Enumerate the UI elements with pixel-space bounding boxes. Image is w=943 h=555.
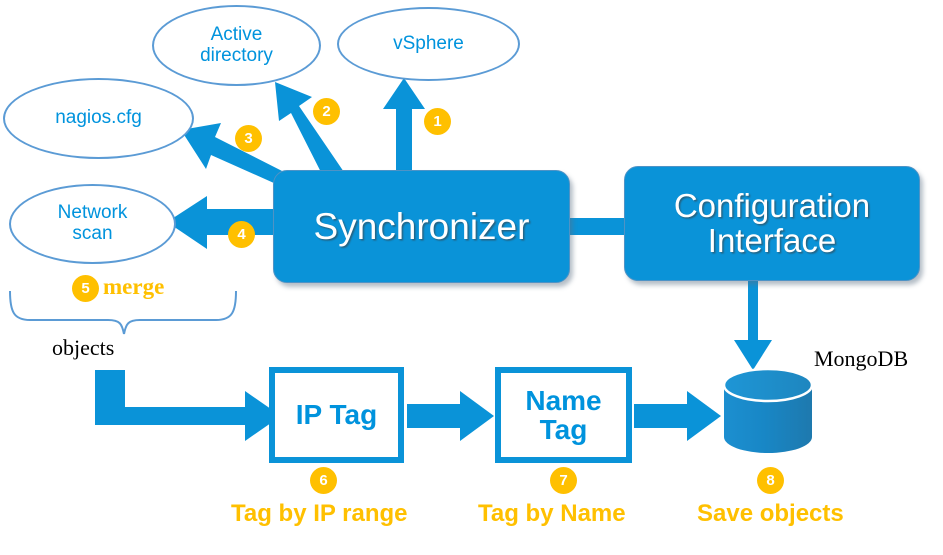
- name-tag-label: Name Tag: [525, 384, 602, 445]
- arrow-name-tag-to-mongodb: [634, 391, 721, 441]
- mongodb-cylinder: [722, 367, 814, 453]
- connector-synchronizer-to-config: [566, 218, 628, 235]
- ip-tag-label: IP Tag: [295, 399, 378, 431]
- source-ellipse-active-directory[interactable]: Active directory: [152, 5, 321, 86]
- ip-tag-box[interactable]: IP Tag: [269, 367, 404, 463]
- step-badge-8[interactable]: 8: [757, 467, 784, 494]
- arrow-ip-tag-to-name-tag: [407, 391, 494, 441]
- arrow-4-to-network-scan: [167, 196, 286, 249]
- source-label-line1: Network: [57, 202, 128, 224]
- config-label-line1: Configuration: [673, 186, 871, 224]
- source-label-active-directory: Active directory: [200, 23, 273, 66]
- caption-tag-by-name: Tag by Name: [478, 500, 626, 527]
- arrow-2-to-active-directory: [275, 82, 348, 190]
- name-tag-line2: Tag: [539, 414, 588, 445]
- step-badge-1[interactable]: 1: [424, 108, 451, 135]
- caption-tag-by-ip-range: Tag by IP range: [231, 500, 408, 527]
- objects-label: objects: [52, 335, 115, 360]
- synchronizer-box[interactable]: Synchronizer: [273, 170, 570, 283]
- config-label-line2: Interface: [707, 221, 837, 259]
- caption-save-objects: Save objects: [697, 500, 844, 527]
- source-ellipse-vsphere[interactable]: vSphere: [337, 7, 520, 81]
- source-label-line2: scan: [72, 223, 113, 244]
- step-badge-2[interactable]: 2: [313, 98, 340, 125]
- caption-merge: merge: [103, 274, 165, 299]
- source-label-line2: directory: [200, 44, 273, 66]
- arrow-config-interface-to-mongodb: [734, 281, 772, 370]
- step-badge-3[interactable]: 3: [235, 125, 262, 152]
- step-badge-7[interactable]: 7: [550, 467, 577, 494]
- step-badge-5[interactable]: 5: [72, 275, 99, 302]
- name-tag-line1: Name: [525, 384, 602, 416]
- synchronizer-label: Synchronizer: [313, 205, 530, 247]
- source-label-line1: Active: [210, 23, 263, 45]
- source-label-nagios-cfg: nagios.cfg: [55, 107, 142, 129]
- step-badge-6[interactable]: 6: [310, 467, 337, 494]
- configuration-interface-box[interactable]: Configuration Interface: [624, 166, 920, 281]
- merge-brace: [9, 290, 237, 335]
- configuration-interface-label: Configuration Interface: [673, 186, 871, 259]
- name-tag-box[interactable]: Name Tag: [495, 367, 632, 463]
- source-label-network-scan: Network scan: [58, 203, 128, 244]
- source-ellipse-nagios-cfg[interactable]: nagios.cfg: [3, 78, 194, 159]
- source-ellipse-network-scan[interactable]: Network scan: [9, 184, 176, 264]
- arrow-3-to-nagios-cfg: [181, 123, 294, 192]
- source-label-vsphere: vSphere: [393, 32, 464, 54]
- arrow-1-to-vsphere: [383, 78, 425, 185]
- arrow-objects-to-ip-tag: [95, 370, 281, 441]
- step-badge-4[interactable]: 4: [228, 221, 255, 248]
- mongodb-label: MongoDB: [814, 346, 909, 371]
